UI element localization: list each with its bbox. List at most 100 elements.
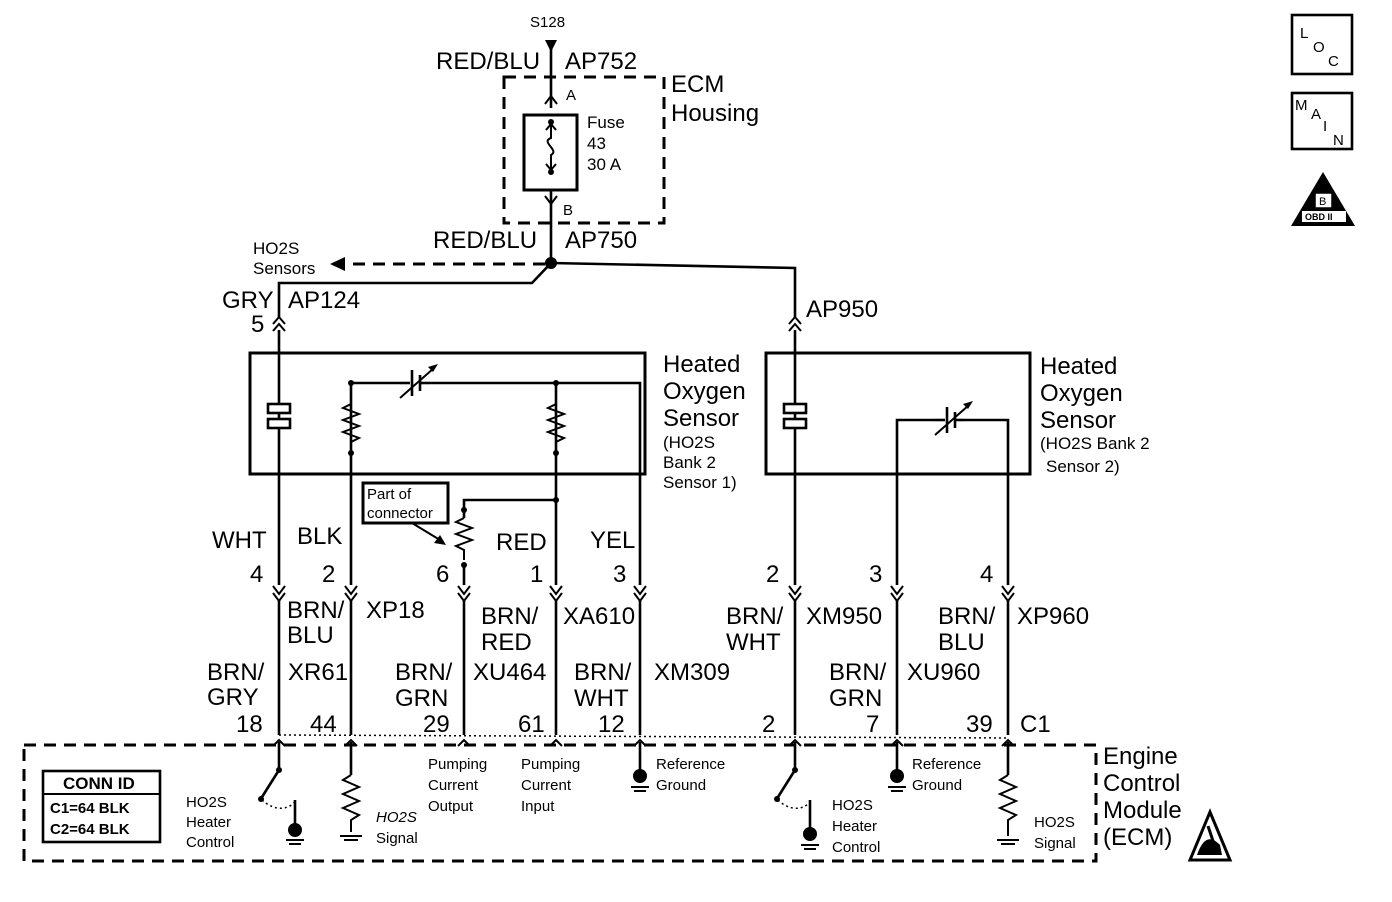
pump-in-line1: Pumping <box>521 756 580 773</box>
harness-xp960: XP960 <box>1017 603 1089 630</box>
ecm-box <box>22 743 1098 863</box>
ref1-line1: Reference <box>656 756 725 773</box>
harness-xp18: XP18 <box>366 597 425 624</box>
sensor1-feed-color: GRY <box>222 287 274 314</box>
harness-brn-red-line1: BRN/ <box>481 603 539 630</box>
harness-xu960: XU960 <box>907 659 980 686</box>
connector-a-icon <box>544 94 558 105</box>
sensor1-resistor-b-icon <box>545 400 567 448</box>
heater2-line1: HO2S <box>832 797 873 814</box>
sensor2-pin-4: 4 <box>980 561 993 588</box>
harness-brn-grn-1-line2: GRN <box>395 685 448 712</box>
splice-label: S128 <box>530 14 565 31</box>
ho2s-sensors-line2: Sensors <box>253 259 315 278</box>
harness-xm309: XM309 <box>654 659 730 686</box>
harness-xm950: XM950 <box>806 603 882 630</box>
sensor1-pin-2: 2 <box>322 561 335 588</box>
fuse-label-line1: Fuse <box>587 113 625 132</box>
heated-oxygen-sensor-bank2-sensor2: AP950 Heated Oxygen Sensor (HO2S Bank 2 … <box>764 296 1150 588</box>
harness-brn-blu-2-line1: BRN/ <box>938 603 996 630</box>
ecm-title-line4: (ECM) <box>1103 824 1172 851</box>
connector-pin5-icon <box>272 315 286 332</box>
sensor1-variable-cell-icon <box>399 364 438 399</box>
ecm-pin-7: 7 <box>866 711 879 738</box>
sensor1-pin-6: 6 <box>436 561 449 588</box>
sensor1-resistor-a-icon <box>340 400 362 448</box>
heater1-line3: Control <box>186 834 234 851</box>
harness-brn-grn-1-line1: BRN/ <box>395 659 453 686</box>
part-of-connector-line2: connector <box>367 505 433 522</box>
fuse-label-line2: 43 <box>587 134 606 153</box>
ecm-pin-12: 12 <box>598 711 625 738</box>
conn-id-c1: C1=64 BLK <box>50 800 130 817</box>
ho2s-sensors-arrow-icon <box>330 257 345 271</box>
fuse-pin-b: B <box>563 202 573 219</box>
ecm-housing-line2: Housing <box>671 100 759 127</box>
sensor2-title-line2: Oxygen <box>1040 380 1123 407</box>
signal2-line1: HO2S <box>1034 814 1075 831</box>
sensor2-feed-circuit: AP950 <box>806 296 878 323</box>
heater1-line2: Heater <box>186 814 231 831</box>
ecm-pin-61: 61 <box>518 711 545 738</box>
harness-brn-wht-2-line2: WHT <box>726 629 781 656</box>
harness-xa610: XA610 <box>563 603 635 630</box>
ecm-housing-line1: ECM <box>671 71 724 98</box>
harness-brn-blu-2-line2: BLU <box>938 629 985 656</box>
conn-id-table: CONN ID C1=64 BLK C2=64 BLK <box>41 769 162 844</box>
pump-out-line1: Pumping <box>428 756 487 773</box>
fuse-section: S128 RED/BLU AP752 A ECM Housing Fuse 43… <box>253 14 797 318</box>
ecm-pin-2: 2 <box>762 711 775 738</box>
ref2-line1: Reference <box>912 756 981 773</box>
sensor1-box <box>248 351 647 476</box>
signal1-line1: HO2S <box>376 809 417 826</box>
wire-ap750-circuit: AP750 <box>565 227 637 254</box>
connector-ap950-icon <box>788 315 802 332</box>
ecm-pin-44: 44 <box>310 711 337 738</box>
ecm-title-line2: Control <box>1103 770 1180 797</box>
svg-text:OBD II: OBD II <box>1305 212 1333 222</box>
sensor1-pin-1: 1 <box>530 561 543 588</box>
sensor1-wire-yel: YEL <box>590 527 635 554</box>
ecm-connector-c1: C1 <box>1020 711 1051 738</box>
obd-ii-icon[interactable]: B OBD II <box>1291 172 1355 226</box>
ecm-title-line3: Module <box>1103 797 1182 824</box>
sensor1-title-line1: Heated <box>663 351 740 378</box>
wire-ap750-color: RED/BLU <box>433 227 537 254</box>
sensor2-subtitle-line2: Sensor 2) <box>1046 457 1120 476</box>
signal2-line2: Signal <box>1034 835 1076 852</box>
main-icon[interactable]: M A I N <box>1290 91 1354 151</box>
heater1-line1: HO2S <box>186 794 227 811</box>
ho2s-signal-1-resistor-icon <box>340 742 362 841</box>
harness-brn-blu-1-line1: BRN/ <box>287 597 345 624</box>
engine-control-module: Engine Control Module (ECM) HO2S <box>22 738 1233 863</box>
harness-brn-wht-2-line1: BRN/ <box>726 603 784 630</box>
ecm-title-line1: Engine <box>1103 743 1178 770</box>
harness-xu464: XU464 <box>473 659 546 686</box>
heated-oxygen-sensor-bank2-sensor1: GRY AP124 5 Heated Oxygen Sensor (HO2S B… <box>212 287 746 588</box>
part-of-connector-box <box>361 481 450 525</box>
heater-control-2-switch-icon <box>774 742 819 850</box>
esd-warning-icon <box>1187 808 1233 862</box>
connector-b-icon <box>544 195 558 206</box>
harness-xr61: XR61 <box>288 659 348 686</box>
harness-brn-grn-2-line1: BRN/ <box>829 659 887 686</box>
sensor1-title-line3: Sensor <box>663 405 739 432</box>
sensor1-feed-circuit: AP124 <box>288 287 360 314</box>
harness-brn-wht-1-line1: BRN/ <box>574 659 632 686</box>
svg-text:O: O <box>1313 39 1325 56</box>
pump-out-line3: Output <box>428 798 474 815</box>
harness-brn-grn-2-line2: GRN <box>829 685 882 712</box>
svg-text:A: A <box>1311 106 1321 123</box>
svg-text:N: N <box>1333 132 1344 149</box>
signal1-line2: Signal <box>376 830 418 847</box>
connector-resistor-icon <box>453 517 475 560</box>
sensor-connector-row: BRN/ BLU XP18 BRN/ RED XA610 BRN/ GRY XR… <box>207 585 1089 739</box>
sensor1-wire-blk: BLK <box>297 523 342 550</box>
pump-out-line2: Current <box>428 777 479 794</box>
harness-brn-red-line2: RED <box>481 629 532 656</box>
sensor2-pin-3: 3 <box>869 561 882 588</box>
fuse-icon <box>545 119 557 175</box>
loc-icon[interactable]: L O C <box>1290 13 1354 76</box>
conn-id-c2: C2=64 BLK <box>50 821 130 838</box>
